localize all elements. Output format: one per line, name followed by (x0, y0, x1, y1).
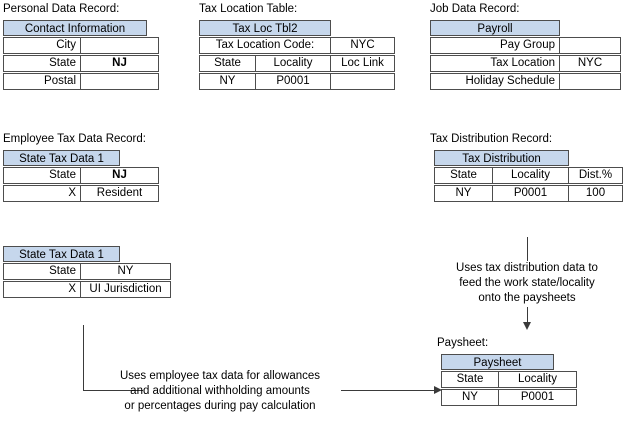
table-tax-distribution: Tax Distribution State Locality Dist.% N… (434, 150, 623, 202)
cell-value-state: NY (441, 389, 499, 406)
annotation-employee-tax-line-1: Uses employee tax data for allowances (119, 370, 321, 382)
table-row: Tax Location Code: NYC (199, 37, 395, 54)
table-contact-information: Contact Information City State NJ Postal (3, 20, 159, 90)
cell-value-tax-location: NYC (559, 55, 621, 72)
caption-tax-location-table: Tax Location Table: (199, 3, 298, 15)
table-header-payroll: Payroll (430, 20, 560, 36)
table-header-paysheet: Paysheet (441, 354, 554, 370)
cell-value-ui-jurisdiction: UI Jurisdiction (80, 281, 171, 298)
cell-label-tax-location-code: Tax Location Code: (199, 37, 331, 54)
annotation-employee-tax-line-3: or percentages during pay calculation (124, 400, 316, 412)
arrow-down-to-paysheet (523, 322, 531, 330)
cell-value-city (80, 37, 159, 54)
cell-column-locality: Locality (255, 55, 331, 72)
cell-column-state: State (441, 371, 499, 388)
table-row: Postal (3, 73, 159, 90)
annotation-employee-tax-line-2: and additional withholding amounts (130, 385, 310, 397)
cell-value-tax-location-code: NYC (330, 37, 395, 54)
table-paysheet: Paysheet State Locality NY P0001 (441, 354, 577, 406)
cell-value-pay-group (559, 37, 621, 54)
cell-column-state: State (199, 55, 256, 72)
table-header-contact-information: Contact Information (3, 20, 147, 36)
caption-employee-tax-data-record: Employee Tax Data Record: (3, 133, 146, 145)
arrow-right-to-paysheet (434, 386, 442, 394)
cell-value-state: NJ (80, 55, 159, 72)
table-state-tax-data-1-nj: State Tax Data 1 State NJ X Resident (3, 150, 159, 202)
cell-label-tax-location: Tax Location (430, 55, 560, 72)
cell-value-state: NJ (80, 167, 159, 184)
table-row: X UI Jurisdiction (3, 281, 171, 298)
cell-label-city: City (3, 37, 81, 54)
cell-column-locality: Locality (492, 167, 569, 184)
cell-value-dist-pct: 100 (568, 185, 623, 202)
cell-value-locality: P0001 (498, 389, 577, 406)
table-row: State NY (3, 263, 171, 280)
table-header-tax-distribution: Tax Distribution (434, 150, 569, 166)
table-row: Pay Group (430, 37, 621, 54)
table-state-tax-data-1-ny: State Tax Data 1 State NY X UI Jurisdict… (3, 246, 171, 298)
cell-value-resident: Resident (80, 185, 159, 202)
table-row: X Resident (3, 185, 159, 202)
table-row: State NJ (3, 55, 159, 72)
connector-line-note-to-paysheet-horizontal (341, 390, 435, 391)
caption-tax-distribution-record: Tax Distribution Record: (430, 133, 553, 145)
caption-job-data-record: Job Data Record: (430, 3, 520, 15)
connector-line-note-to-paysheet (527, 307, 528, 324)
cell-column-loc-link: Loc Link (330, 55, 395, 72)
annotation-distribution-line-1: Uses tax distribution data to (456, 262, 598, 274)
table-tax-loc-tbl2: Tax Loc Tbl2 Tax Location Code: NYC Stat… (199, 20, 395, 90)
cell-column-dist-pct: Dist.% (568, 167, 623, 184)
cell-value-state: NY (80, 263, 171, 280)
table-row: State Locality Loc Link (199, 55, 395, 72)
cell-column-state: State (434, 167, 493, 184)
cell-value-postal (80, 73, 159, 90)
table-row: NY P0001 (199, 73, 395, 90)
cell-value-state: NY (199, 73, 256, 90)
table-payroll: Payroll Pay Group Tax Location NYC Holid… (430, 20, 621, 90)
cell-label-x: X (3, 281, 81, 298)
cell-value-locality: P0001 (255, 73, 331, 90)
table-row: State NJ (3, 167, 159, 184)
connector-line-employee-tax-horizontal (83, 390, 143, 391)
table-row: State Locality Dist.% (434, 167, 623, 184)
cell-label-pay-group: Pay Group (430, 37, 560, 54)
cell-value-state: NY (434, 185, 493, 202)
cell-label-postal: Postal (3, 73, 81, 90)
connector-line-distribution-to-note (527, 237, 528, 261)
table-header-tax-loc-tbl2: Tax Loc Tbl2 (199, 20, 331, 36)
annotation-employee-tax-note: Uses employee tax data for allowances an… (100, 369, 340, 414)
caption-personal-data-record: Personal Data Record: (3, 3, 120, 15)
table-header-state-tax-data-1-ny: State Tax Data 1 (3, 246, 120, 262)
cell-label-holiday-schedule: Holiday Schedule (430, 73, 560, 90)
connector-line-employee-tax-vertical (83, 325, 84, 391)
table-row: Tax Location NYC (430, 55, 621, 72)
table-row: State Locality (441, 371, 577, 388)
cell-label-state: State (3, 263, 81, 280)
table-header-state-tax-data-1-nj: State Tax Data 1 (3, 150, 120, 166)
cell-label-x: X (3, 185, 81, 202)
cell-value-holiday-schedule (559, 73, 621, 90)
table-row: NY P0001 100 (434, 185, 623, 202)
cell-label-state: State (3, 167, 81, 184)
table-row: City (3, 37, 159, 54)
table-row: NY P0001 (441, 389, 577, 406)
cell-column-locality: Locality (498, 371, 577, 388)
table-row: Holiday Schedule (430, 73, 621, 90)
cell-label-state: State (3, 55, 81, 72)
cell-value-locality: P0001 (492, 185, 569, 202)
annotation-distribution-line-2: feed the work state/locality (459, 277, 595, 289)
caption-paysheet: Paysheet: (437, 337, 489, 349)
annotation-distribution-note: Uses tax distribution data to feed the w… (427, 261, 627, 306)
cell-value-loc-link (330, 73, 395, 90)
annotation-distribution-line-3: onto the paysheets (478, 292, 576, 304)
